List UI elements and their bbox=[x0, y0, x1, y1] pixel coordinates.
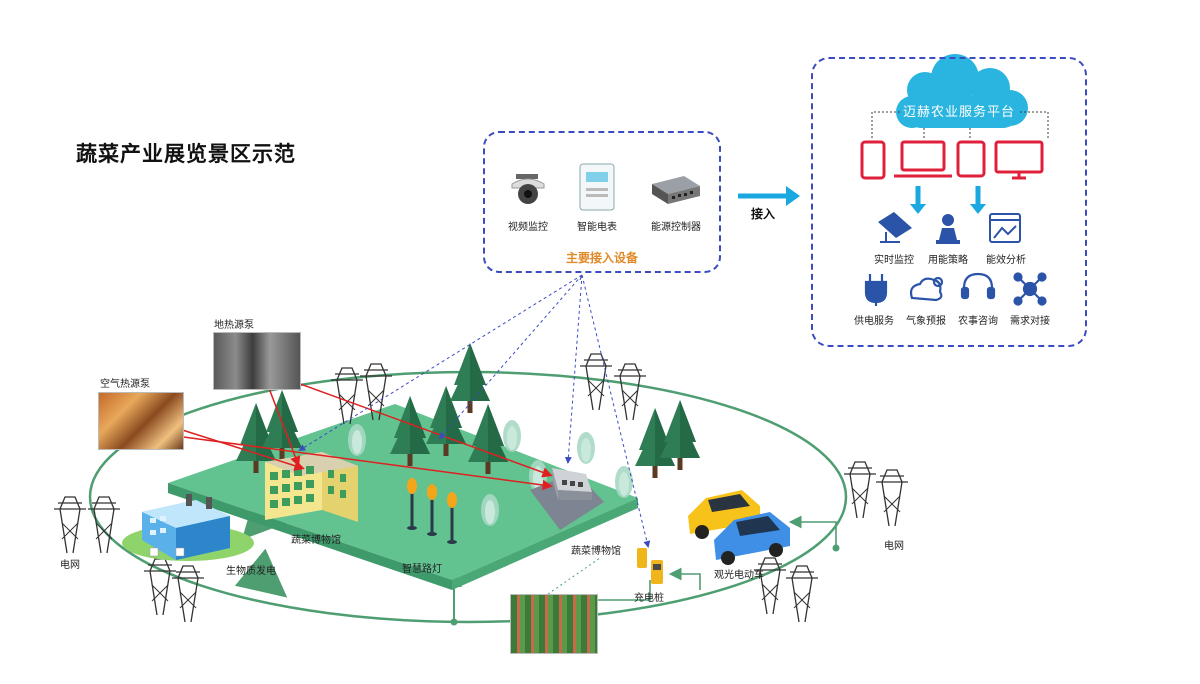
service-label: 气象预报 bbox=[906, 316, 946, 327]
down-arrow-icon bbox=[910, 204, 926, 214]
service-label: 需求对接 bbox=[1010, 316, 1050, 327]
greenhouse-photo bbox=[510, 594, 598, 654]
label-geothermal: 地热源泵 bbox=[214, 320, 254, 331]
energy-controller-icon bbox=[652, 176, 700, 204]
tablet-icon bbox=[956, 140, 986, 178]
service-label: 农事咨询 bbox=[958, 316, 998, 327]
device-label-camera: 视频监控 bbox=[508, 222, 548, 233]
label-ev: 观光电动车 bbox=[714, 570, 764, 581]
smart-meter-icon bbox=[579, 163, 615, 211]
access-devices-caption: 主要接入设备 bbox=[565, 251, 638, 265]
plug-icon bbox=[864, 274, 888, 306]
cloud-icon bbox=[896, 54, 1028, 128]
dome-camera-icon bbox=[511, 174, 545, 204]
label-museum-left: 蔬菜博物馆 bbox=[291, 535, 341, 546]
service-label: 用能策略 bbox=[928, 255, 968, 266]
page-title: 蔬菜产业展览景区示范 bbox=[76, 142, 296, 166]
service-label: 实时监控 bbox=[874, 255, 914, 266]
label-biomass: 生物质发电 bbox=[226, 566, 276, 577]
service-platform-panel bbox=[811, 57, 1087, 347]
phone-icon bbox=[860, 140, 886, 180]
connect-arrow-icon bbox=[786, 186, 800, 206]
network-icon bbox=[1013, 272, 1047, 306]
service-label: 供电服务 bbox=[854, 316, 894, 327]
chart-window-icon bbox=[989, 213, 1021, 243]
down-arrow-icon bbox=[970, 204, 986, 214]
label-grid-right: 电网 bbox=[884, 541, 904, 552]
label-air-source: 空气热源泵 bbox=[100, 379, 150, 390]
service-label: 能效分析 bbox=[986, 255, 1026, 266]
device-label-meter: 智能电表 bbox=[577, 222, 617, 233]
sightseeing-ev-blue bbox=[714, 512, 790, 565]
vegetable-museum-building bbox=[265, 452, 358, 522]
charging-pile bbox=[637, 548, 663, 584]
label-street-lights: 智慧路灯 bbox=[402, 564, 442, 575]
device-access-links bbox=[298, 274, 651, 548]
heat-pump-links bbox=[175, 369, 553, 491]
label-museum-right: 蔬菜博物馆 bbox=[571, 546, 621, 557]
geothermal-pump-photo bbox=[213, 332, 301, 390]
connect-label: 接入 bbox=[751, 207, 776, 221]
device-label-controller: 能源控制器 bbox=[651, 222, 701, 233]
chess-pawn-icon bbox=[936, 214, 960, 244]
label-charging: 充电桩 bbox=[634, 593, 664, 604]
platform-name: 迈赫农业服务平台 bbox=[902, 105, 1015, 120]
pylon bbox=[53, 496, 87, 554]
weather-icon bbox=[909, 276, 944, 302]
laptop-icon bbox=[900, 140, 946, 172]
headset-icon bbox=[960, 272, 996, 300]
solar-panel-icon bbox=[878, 212, 912, 243]
air-source-pump-photo bbox=[98, 392, 184, 450]
access-devices-panel: 主要接入设备 bbox=[483, 131, 721, 273]
label-grid-left: 电网 bbox=[60, 560, 80, 571]
biomass-plant bbox=[122, 494, 254, 561]
flow-arrow-biomass bbox=[234, 548, 288, 598]
